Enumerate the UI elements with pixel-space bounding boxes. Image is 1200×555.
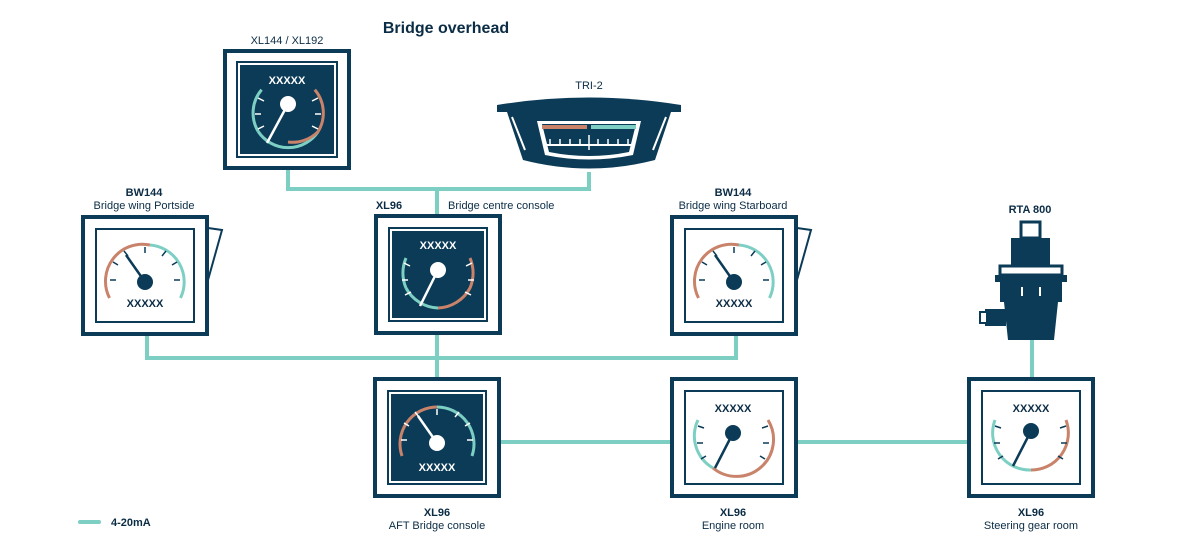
device-model: XL96 — [1018, 507, 1044, 519]
dial-gauge-icon — [104, 242, 186, 299]
instrument-rta800: RTA 800 — [979, 204, 1067, 340]
instrument-xl96-centre: XL96 Bridge centre console XXXXX — [374, 200, 554, 335]
gauge-face-text: XXXXX — [419, 462, 456, 474]
dial-gauge-icon — [401, 257, 475, 310]
device-location: AFT Bridge console — [389, 520, 485, 532]
device-model: RTA 800 — [1009, 204, 1052, 216]
instrument-xl144-overhead: XL144 / XL192 XXXXX — [223, 35, 351, 170]
device-model: XL96 — [424, 507, 450, 519]
device-model: XL96 — [376, 200, 402, 212]
rate-of-turn-indicator-icon — [497, 97, 681, 169]
legend: 4-20mA — [78, 517, 151, 529]
instrument-bw144-portside: BW144 Bridge wing Portside XXXXX — [81, 187, 224, 336]
rudder-angle-transmitter-icon — [979, 220, 1067, 340]
dial-gauge-icon — [693, 242, 775, 299]
gauge-face-text: XXXXX — [127, 298, 164, 310]
gauge-face-text: XXXXX — [269, 75, 306, 87]
dial-gauge-icon — [991, 419, 1070, 472]
dial-gauge-icon — [692, 419, 776, 478]
instrument-xl96-engine-room: XXXXX XL96 Engine room — [670, 377, 798, 532]
instrument-bw144-starboard: BW144 Bridge wing Starboard XXXXX — [670, 187, 813, 336]
legend-label: 4-20mA — [111, 517, 151, 529]
device-model: BW144 — [126, 187, 164, 199]
gauge-face-text: XXXXX — [716, 298, 753, 310]
device-location: Steering gear room — [984, 520, 1078, 532]
device-caption: TRI-2 — [575, 80, 603, 92]
gauge-face-text: XXXXX — [1013, 403, 1050, 415]
dial-gauge-icon — [398, 405, 476, 457]
device-location: Bridge wing Starboard — [679, 200, 788, 212]
gauge-face-text: XXXXX — [420, 240, 457, 252]
instrument-xl96-aft: XXXXX XL96 AFT Bridge console — [373, 377, 501, 532]
instrument-tri2: TRI-2 — [497, 80, 681, 169]
line-overhead-to-centre — [286, 168, 591, 191]
device-location: Bridge wing Portside — [94, 200, 195, 212]
line-lower-bus — [145, 335, 738, 360]
device-model: XL96 — [720, 507, 746, 519]
device-caption: XL144 / XL192 — [251, 35, 324, 47]
gauge-face-text: XXXXX — [715, 403, 752, 415]
device-location: Bridge centre console — [448, 200, 554, 212]
diagram-title: Bridge overhead — [383, 20, 509, 37]
device-location: Engine room — [702, 520, 764, 532]
connection-lines — [145, 168, 1034, 444]
device-model: BW144 — [715, 187, 753, 199]
instrument-xl96-steering-gear-room: XXXXX XL96 Steering gear room — [967, 377, 1095, 532]
dial-gauge-icon — [251, 88, 325, 150]
